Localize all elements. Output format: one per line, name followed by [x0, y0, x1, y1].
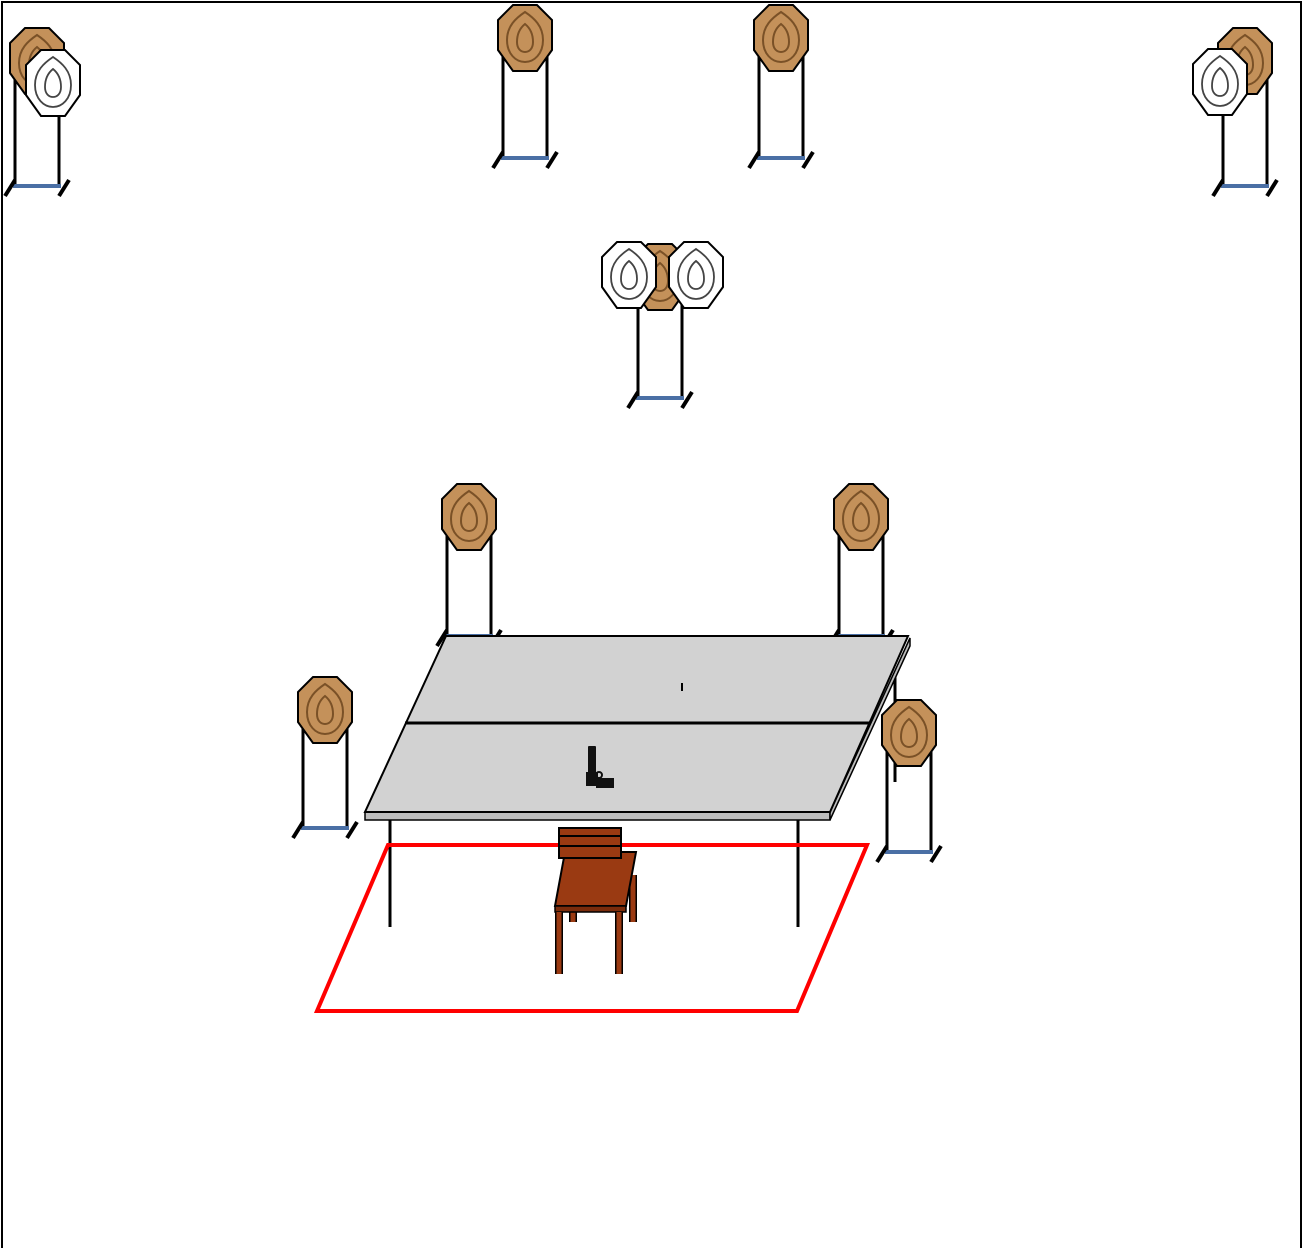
tan-target-t9 [881, 699, 937, 767]
tan-target-t2 [497, 4, 553, 72]
target-array-top-center-left [491, 4, 559, 170]
white-target-t4w [1192, 48, 1248, 116]
tan-target-t3 [753, 4, 809, 72]
white-target-t5b [668, 241, 724, 309]
chair [553, 827, 638, 974]
target-behind-table-left [435, 483, 503, 648]
tan-target-t6 [441, 483, 497, 551]
target-array-top-center-right [747, 4, 815, 170]
target-array-middle [601, 241, 724, 410]
target-right-of-table [875, 699, 943, 864]
white-target-t1w [25, 49, 81, 117]
target-left-of-table [291, 676, 359, 840]
tan-target-t7 [833, 483, 889, 551]
target-array-top-right [1192, 27, 1279, 198]
target-array-top-left [3, 27, 81, 198]
table [363, 635, 911, 927]
shooting-box [313, 843, 871, 1013]
white-target-t5a [601, 241, 657, 309]
target-behind-table-right [827, 483, 895, 648]
tan-target-t8 [297, 676, 353, 744]
pistol-icon [586, 746, 614, 788]
